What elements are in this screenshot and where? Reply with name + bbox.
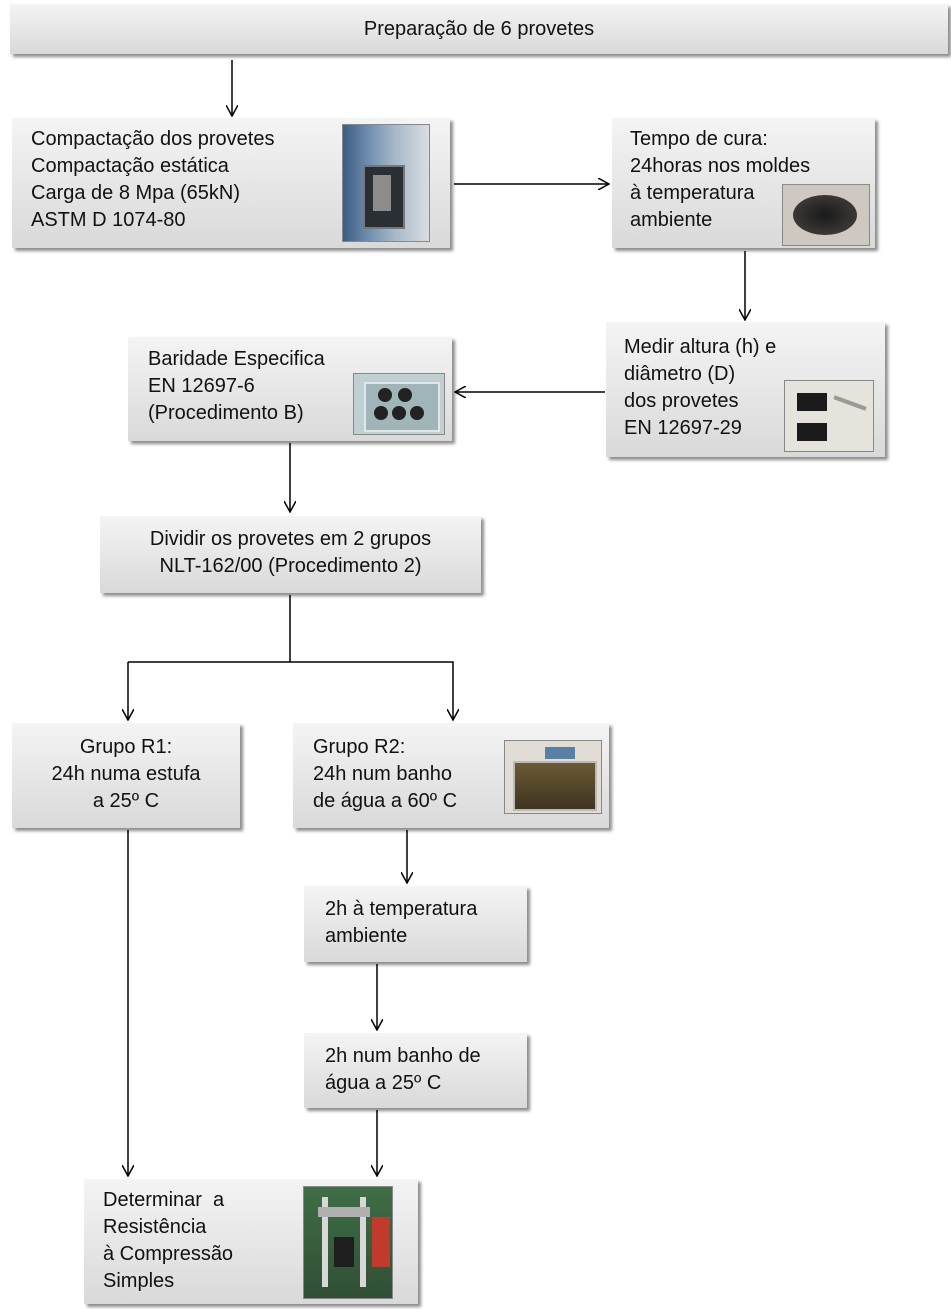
- curing-line-2: 24horas nos moldes: [630, 155, 811, 177]
- caliper-measurement-photo: [784, 380, 874, 452]
- measure-line-2: diâmetro (D): [624, 363, 736, 385]
- bath-2h-line-2: água a 25º C: [325, 1072, 442, 1094]
- group-r1-line-3: a 25º C: [92, 790, 160, 812]
- compaction-machine-photo: [342, 124, 430, 242]
- group-r2-box: Grupo R2: 24h num banho de água a 60º C: [293, 723, 609, 828]
- divide-line-2: NLT-162/00 (Procedimento 2): [159, 555, 422, 577]
- compaction-box: Compactação dos provetes Compactação est…: [12, 118, 450, 248]
- specimens-tray-photo: [353, 373, 445, 435]
- compaction-line-1: Compactação dos provetes: [31, 128, 275, 150]
- density-line-3: (Procedimento B): [148, 402, 304, 424]
- measure-box: Medir altura (h) e diâmetro (D) dos prov…: [606, 322, 885, 457]
- header-box: Preparação de 6 provetes: [10, 4, 948, 54]
- group-r2-line-1: Grupo R2:: [313, 736, 406, 758]
- group-r1-line-2: 24h numa estufa: [51, 763, 201, 785]
- curing-box: Tempo de cura: 24horas nos moldes à temp…: [612, 118, 875, 248]
- density-line-2: EN 12697-6: [148, 375, 255, 397]
- group-r2-line-3: de água a 60º C: [313, 790, 458, 812]
- compression-press-photo: [303, 1186, 393, 1299]
- density-line-1: Baridade Especifica: [148, 348, 325, 370]
- compression-line-1: Determinar a: [103, 1189, 225, 1211]
- arrow-split-to-r2: [290, 661, 453, 720]
- density-box: Baridade Especifica EN 12697-6 (Procedim…: [128, 337, 452, 441]
- divide-box: Dividir os provetes em 2 grupos NLT-162/…: [100, 516, 481, 593]
- water-bath-photo: [504, 740, 602, 814]
- compaction-line-3: Carga de 8 Mpa (65kN): [31, 182, 240, 204]
- compaction-line-2: Compactação estática: [31, 155, 229, 177]
- ambient-2h-box: 2h à temperatura ambiente: [304, 886, 527, 962]
- arrow-divide-split: [128, 595, 291, 663]
- group-r1-box: Grupo R1: 24h numa estufa a 25º C: [12, 723, 240, 828]
- bath-2h-box: 2h num banho de água a 25º C: [304, 1033, 527, 1108]
- cured-specimen-photo: [782, 184, 870, 246]
- header-text: Preparação de 6 provetes: [363, 18, 595, 40]
- measure-line-1: Medir altura (h) e: [624, 336, 777, 358]
- measure-line-3: dos provetes: [624, 390, 739, 412]
- compression-line-4: Simples: [103, 1270, 175, 1292]
- compression-box: Determinar a Resistência à Compressão Si…: [84, 1179, 418, 1304]
- curing-line-1: Tempo de cura:: [630, 128, 768, 150]
- bath-2h-line-1: 2h num banho de: [325, 1045, 481, 1067]
- measure-line-4: EN 12697-29: [624, 417, 742, 439]
- ambient-2h-line-2: ambiente: [325, 925, 408, 947]
- ambient-2h-line-1: 2h à temperatura: [325, 898, 478, 920]
- compression-line-2: Resistência: [103, 1216, 207, 1238]
- compression-line-3: à Compressão: [103, 1243, 234, 1265]
- group-r2-line-2: 24h num banho: [313, 763, 453, 785]
- divide-line-1: Dividir os provetes em 2 grupos: [149, 528, 432, 550]
- group-r1-line-1: Grupo R1:: [79, 736, 173, 758]
- curing-line-4: ambiente: [630, 209, 713, 231]
- compaction-line-4: ASTM D 1074-80: [31, 209, 186, 231]
- curing-line-3: à temperatura: [630, 182, 755, 204]
